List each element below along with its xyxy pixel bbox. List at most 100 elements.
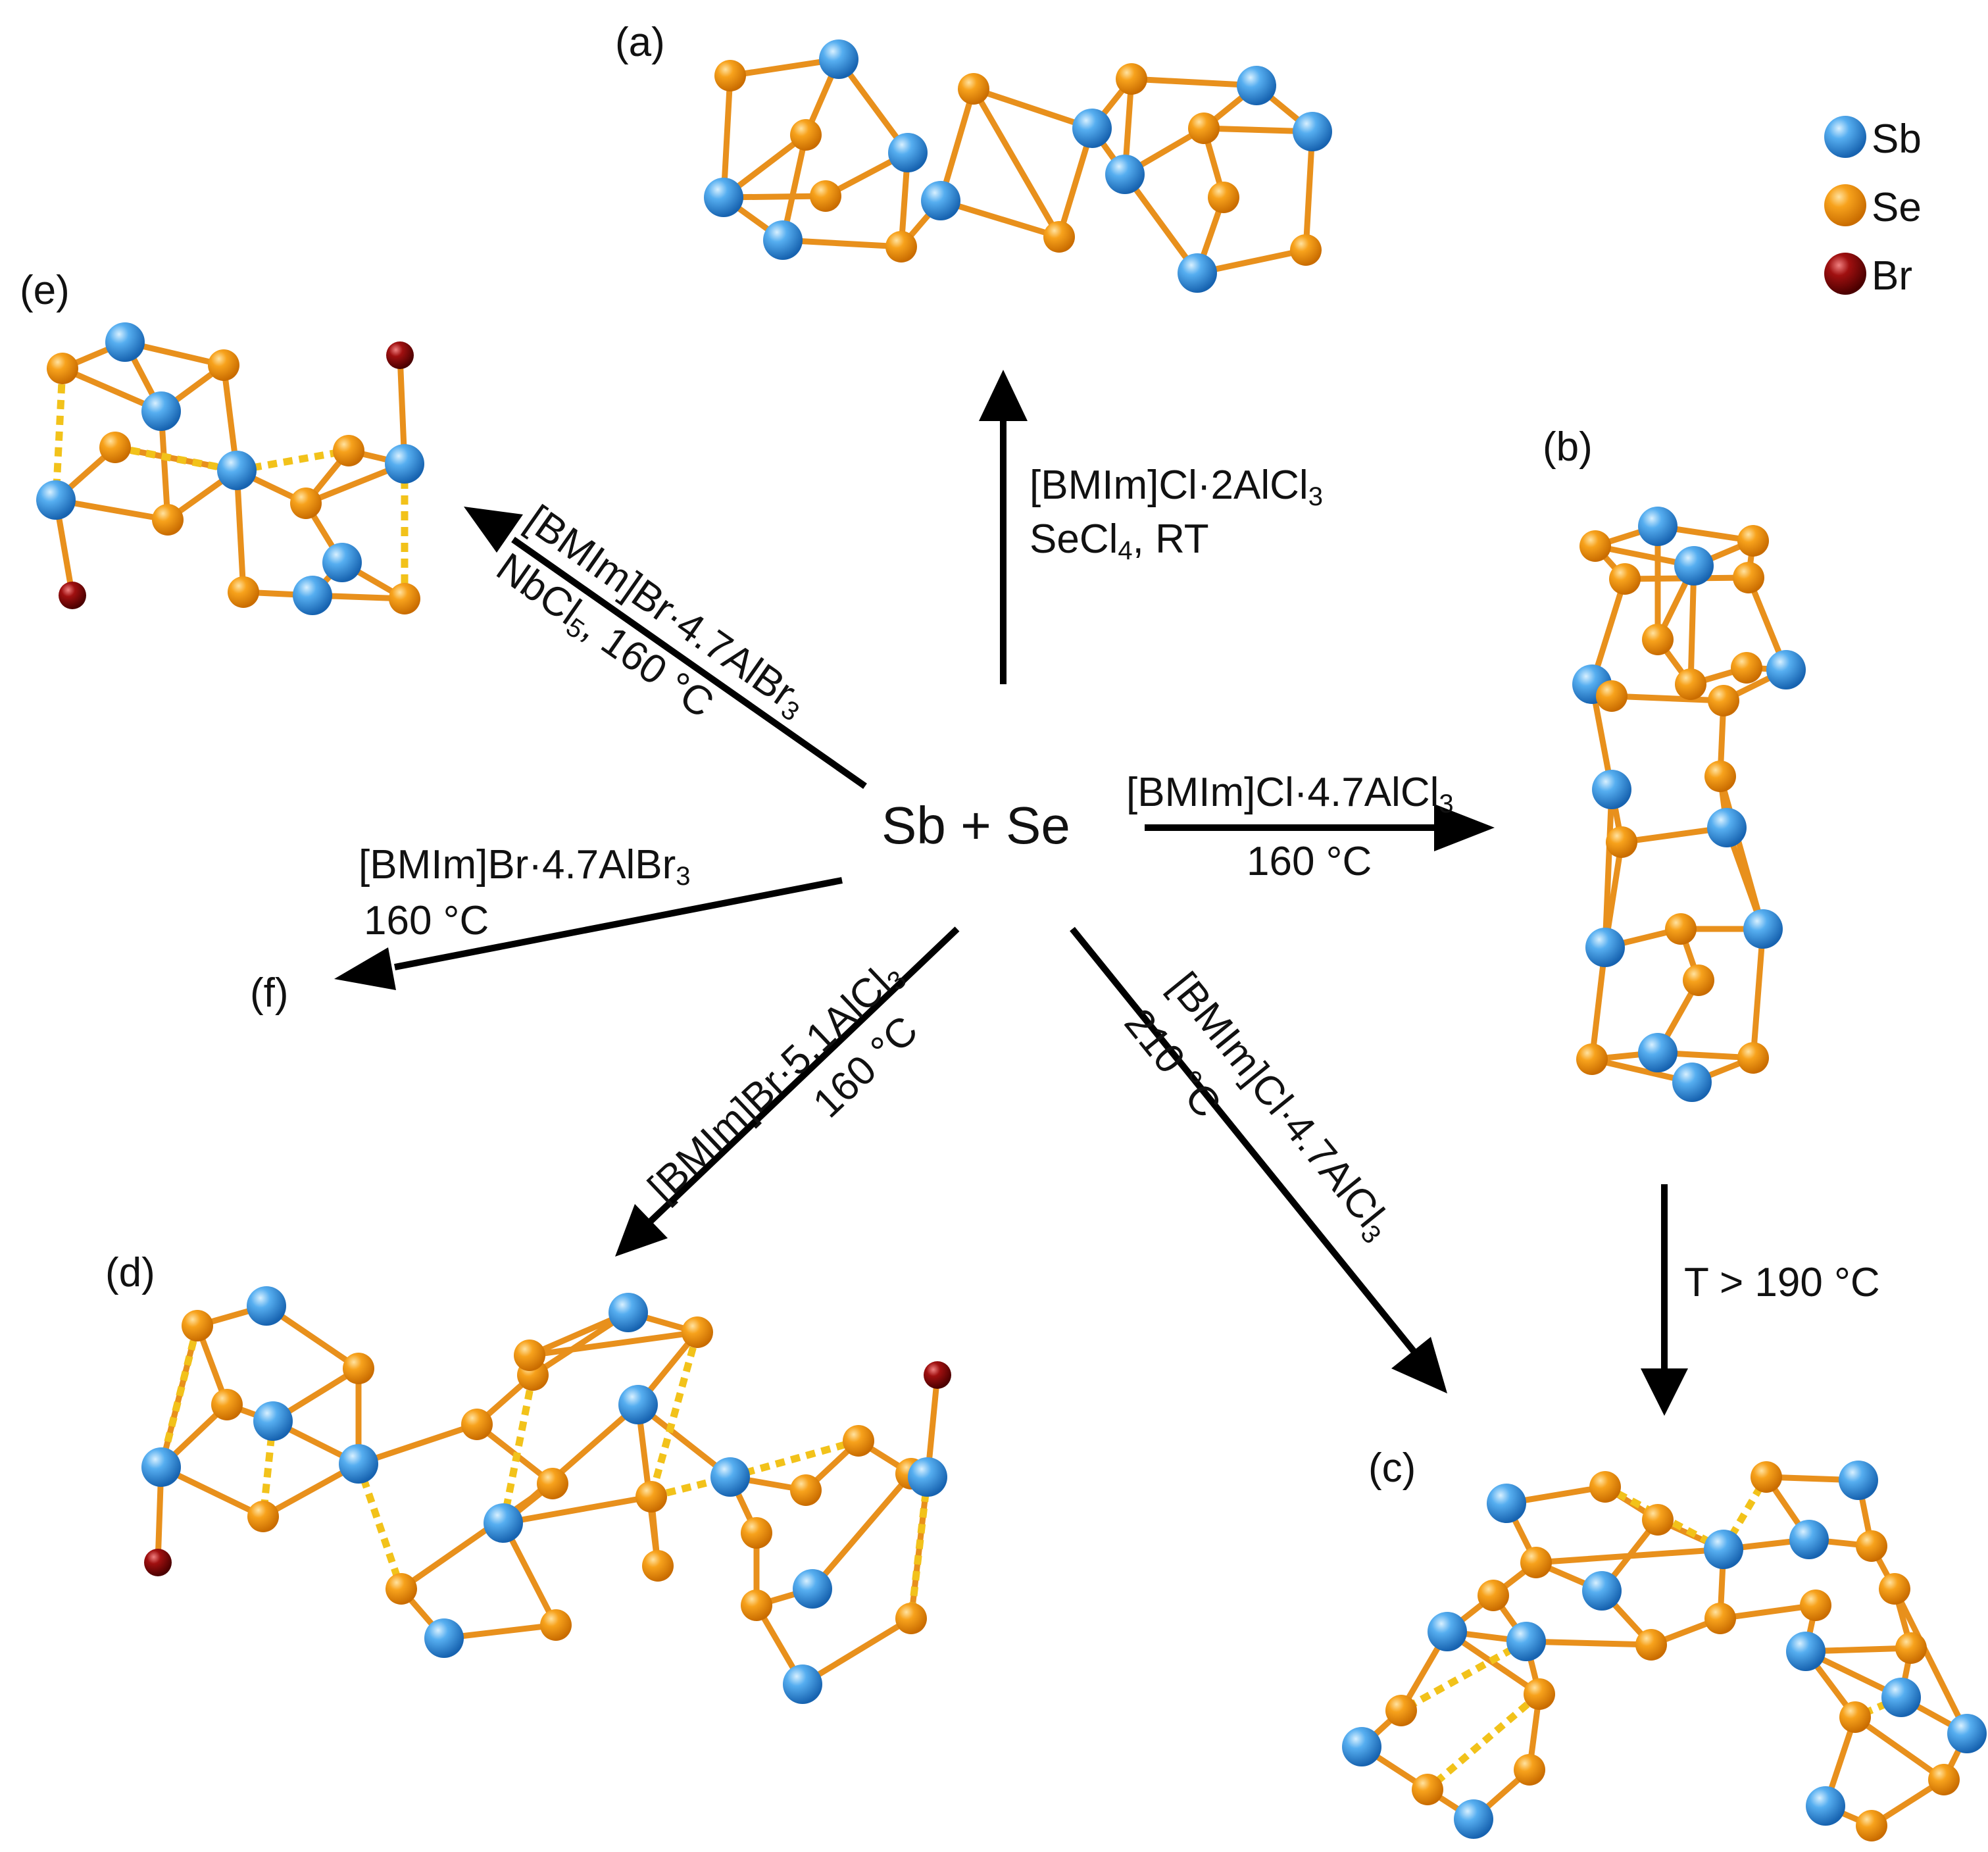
sb-atom — [1674, 546, 1714, 586]
panel-label-d: (d) — [105, 1250, 155, 1295]
sb-atom — [424, 1618, 464, 1658]
se-atom — [333, 435, 364, 466]
legend: Sb Se Br — [1824, 116, 1922, 299]
br-atom-icon — [1824, 253, 1866, 295]
legend-item-sb: Sb — [1824, 116, 1922, 162]
sb-atom — [1105, 155, 1145, 194]
sb-atom — [1766, 650, 1806, 689]
bond — [720, 72, 733, 201]
sb-atom — [1237, 66, 1276, 105]
se-atom — [1839, 1701, 1871, 1733]
bond — [500, 1493, 655, 1526]
sb-atom — [704, 178, 743, 217]
sb-atom — [618, 1385, 658, 1424]
sb-atom — [1672, 1063, 1712, 1102]
se-atom — [1800, 1589, 1831, 1621]
se-atom — [461, 1409, 493, 1440]
se-atom — [1514, 1754, 1545, 1786]
sb-atom — [1454, 1799, 1493, 1839]
bond — [1533, 1546, 1727, 1566]
panel-label-b: (b) — [1543, 424, 1593, 470]
bond — [1852, 1714, 1947, 1783]
se-atom — [790, 1474, 822, 1506]
se-atom — [1524, 1678, 1555, 1710]
sb-atom — [1707, 808, 1747, 847]
condition-a-line2: SeCl4, RT — [1030, 516, 1209, 565]
se-atom — [1609, 563, 1641, 595]
se-atom — [1412, 1774, 1443, 1805]
se-atom — [152, 504, 184, 536]
bond — [1128, 76, 1260, 89]
se-atom — [1704, 761, 1736, 792]
bond — [809, 1470, 914, 1592]
se-atom — [1478, 1580, 1509, 1611]
condition-f-line1: [BMIm]Br·4.7AlBr3 — [359, 842, 691, 891]
se-atom — [1737, 1042, 1769, 1074]
arrow-to-c — [1070, 926, 1447, 1393]
se-atom — [1879, 1573, 1910, 1605]
sb-atom — [921, 181, 960, 220]
se-atom — [1589, 1471, 1621, 1503]
bond — [526, 1329, 701, 1359]
contact — [157, 1324, 201, 1468]
sb-atom — [819, 39, 858, 79]
structure-c — [1342, 1461, 1987, 1841]
bond — [1303, 128, 1316, 253]
se-atom — [1642, 1504, 1674, 1536]
contact — [52, 368, 66, 501]
se-atom — [343, 1353, 374, 1384]
contact — [114, 443, 238, 474]
sb-atom — [339, 1444, 378, 1484]
structure-e — [36, 322, 424, 615]
sb-atom — [908, 1457, 947, 1497]
se-atom — [1928, 1764, 1960, 1795]
arrow-to-a — [979, 370, 1028, 684]
se-atom — [182, 1310, 213, 1341]
arrow-to-f — [334, 877, 843, 990]
bond — [1750, 926, 1766, 1061]
se-atom — [1708, 685, 1739, 716]
sb-atom — [1592, 770, 1631, 809]
se-atom — [1737, 525, 1769, 557]
se-atom — [211, 1389, 243, 1420]
bond — [234, 467, 247, 595]
sb-atom — [710, 1457, 750, 1497]
bond — [1523, 1638, 1654, 1648]
condition-b-line1: [BMIm]Cl·4.7AlCl3 — [1126, 770, 1454, 818]
arrow-b-to-c — [1641, 1184, 1688, 1416]
se-atom — [1751, 1461, 1782, 1493]
se-atom — [247, 1501, 279, 1532]
sb-atom — [1585, 928, 1625, 967]
bond — [799, 1615, 914, 1688]
sb-atom — [293, 576, 332, 615]
se-atom — [843, 1425, 874, 1457]
legend-label-sb: Sb — [1872, 116, 1922, 162]
sb-atom — [1342, 1727, 1381, 1766]
contact — [729, 1437, 860, 1481]
se-atom — [1704, 1603, 1736, 1634]
se-atom — [1576, 1043, 1608, 1075]
se-atom — [514, 1339, 545, 1371]
se-atom-icon — [1824, 184, 1866, 226]
se-atom — [635, 1481, 667, 1513]
sb-atom — [783, 1664, 822, 1704]
se-atom — [895, 1603, 927, 1634]
sb-atom — [322, 543, 362, 582]
sb-atom — [1789, 1520, 1829, 1559]
bond — [780, 237, 905, 250]
bond — [1891, 1586, 1970, 1737]
sb-atom — [247, 1286, 286, 1326]
se-atom — [1290, 234, 1322, 266]
se-atom — [741, 1589, 772, 1621]
se-atom — [99, 432, 131, 463]
bond — [1717, 1602, 1819, 1622]
sb-atom — [1506, 1622, 1546, 1661]
se-atom — [741, 1517, 772, 1549]
se-atom — [1675, 668, 1706, 700]
condition-a-line1: [BMIm]Cl·2AlCl3 — [1030, 463, 1323, 511]
se-atom — [1579, 530, 1611, 562]
sb-atom — [385, 444, 424, 484]
sb-atom — [609, 1293, 648, 1332]
bond — [1608, 693, 1727, 704]
condition-f-line2: 160 °C — [364, 898, 489, 943]
